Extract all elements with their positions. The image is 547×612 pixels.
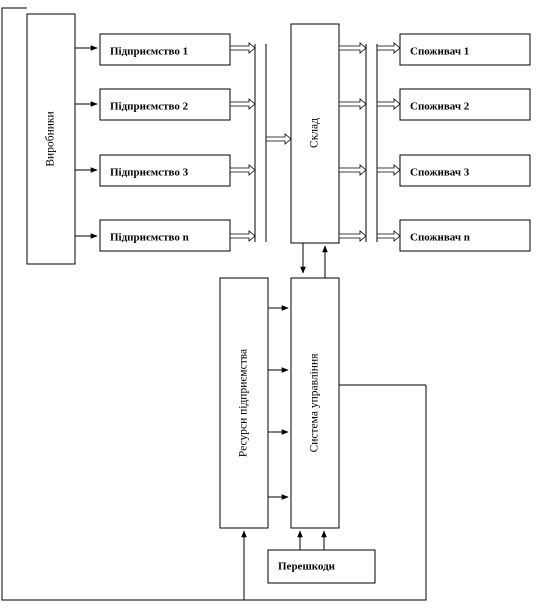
warehouse-box	[290, 23, 340, 244]
consumer-label-4: Споживач n	[410, 232, 470, 244]
enterprise-box-4	[99, 219, 231, 252]
obstacles-label: Перешкоди	[278, 561, 336, 573]
warehouse-output-arrow-2	[338, 98, 367, 110]
enterprise-output-arrow-4	[229, 230, 256, 242]
warehouse-output-hollow-arrows	[338, 42, 367, 242]
consumer-box-4	[399, 219, 531, 252]
enterprise-label-2: Підприємство 2	[110, 101, 189, 113]
bus-to-warehouse-hollow-arrow	[265, 133, 292, 145]
enterprise-output-arrow-1	[229, 42, 256, 54]
consumer-input-arrow-3	[376, 164, 401, 176]
producer-to-enterprise-arrows	[75, 45, 98, 239]
consumer-box-2	[399, 88, 531, 121]
consumer-label-2: Споживач 2	[410, 101, 470, 113]
producers-label: Виробники	[45, 111, 57, 166]
enterprise-label-3: Підприємство 3	[110, 167, 189, 179]
feedback-frame-line	[1, 7, 427, 601]
consumer-input-arrow-4	[376, 230, 401, 242]
producers-box	[26, 13, 76, 265]
enterprise-box-1	[99, 33, 231, 66]
consumer-label-1: Споживач 1	[410, 46, 469, 58]
consumer-input-arrow-2	[376, 98, 401, 110]
enterprise-label-4: Підприємство n	[110, 232, 189, 244]
enterprise-boxes: Підприємство 1 Підприємство 2 Підприємст…	[99, 33, 231, 252]
consumer-label-3: Споживач 3	[410, 167, 470, 179]
consumer-box-1	[399, 33, 531, 66]
enterprise-output-hollow-arrows	[229, 42, 256, 242]
enterprise-output-arrow-2	[229, 98, 256, 110]
warehouse-label: Склад	[309, 118, 321, 148]
resources-box	[219, 277, 269, 529]
consumer-boxes: Споживач 1 Споживач 2 Споживач 3 Спожива…	[399, 33, 531, 252]
consumer-input-arrow-1	[376, 42, 401, 54]
enterprise-label-1: Підприємство 1	[110, 46, 188, 58]
resources-label: Ресурси підприємства	[238, 349, 250, 457]
warehouse-output-arrow-1	[338, 42, 367, 54]
enterprise-box-2	[99, 88, 231, 121]
management-box	[290, 277, 340, 529]
resources-to-management-arrows	[268, 305, 289, 500]
warehouse-output-arrow-4	[338, 230, 367, 242]
management-label: Система управління	[309, 353, 321, 453]
enterprise-output-arrow-3	[229, 164, 256, 176]
bus-to-warehouse-arrow	[265, 133, 292, 145]
consumer-box-3	[399, 154, 531, 187]
warehouse-output-arrow-3	[338, 164, 367, 176]
bus-to-consumer-hollow-arrows	[376, 42, 401, 242]
obstacles-box	[267, 549, 376, 584]
